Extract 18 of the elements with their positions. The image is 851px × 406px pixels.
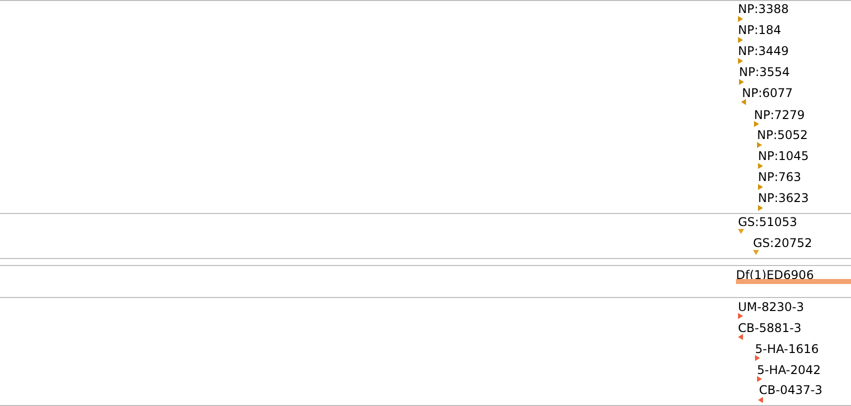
feature-label: NP:7279 <box>754 109 805 121</box>
feature-label: CB-0437-3 <box>759 384 822 396</box>
feature-label: NP:3388 <box>738 3 789 15</box>
feature-label: UM-8230-3 <box>738 301 804 313</box>
feature-label: NP:763 <box>758 171 802 183</box>
feature-label: NP:3449 <box>738 45 789 57</box>
feature-label: NP:1045 <box>758 150 809 162</box>
feature-label: NP:3623 <box>758 192 809 204</box>
feature-label: NP:3554 <box>739 66 790 78</box>
feature-label: NP:6077 <box>742 87 793 99</box>
feature-label: NP:5052 <box>757 129 808 141</box>
feature-label: GS:51053 <box>738 216 798 228</box>
feature-label: CB-5881-3 <box>738 322 802 334</box>
feature-label: 5-HA-1616 <box>755 343 819 355</box>
feature-label: Df(1)ED6906 <box>736 269 814 281</box>
feature-label: NP:184 <box>738 24 782 36</box>
feature-label: GS:20752 <box>753 237 812 249</box>
feature-label: 5-HA-2042 <box>757 364 821 376</box>
